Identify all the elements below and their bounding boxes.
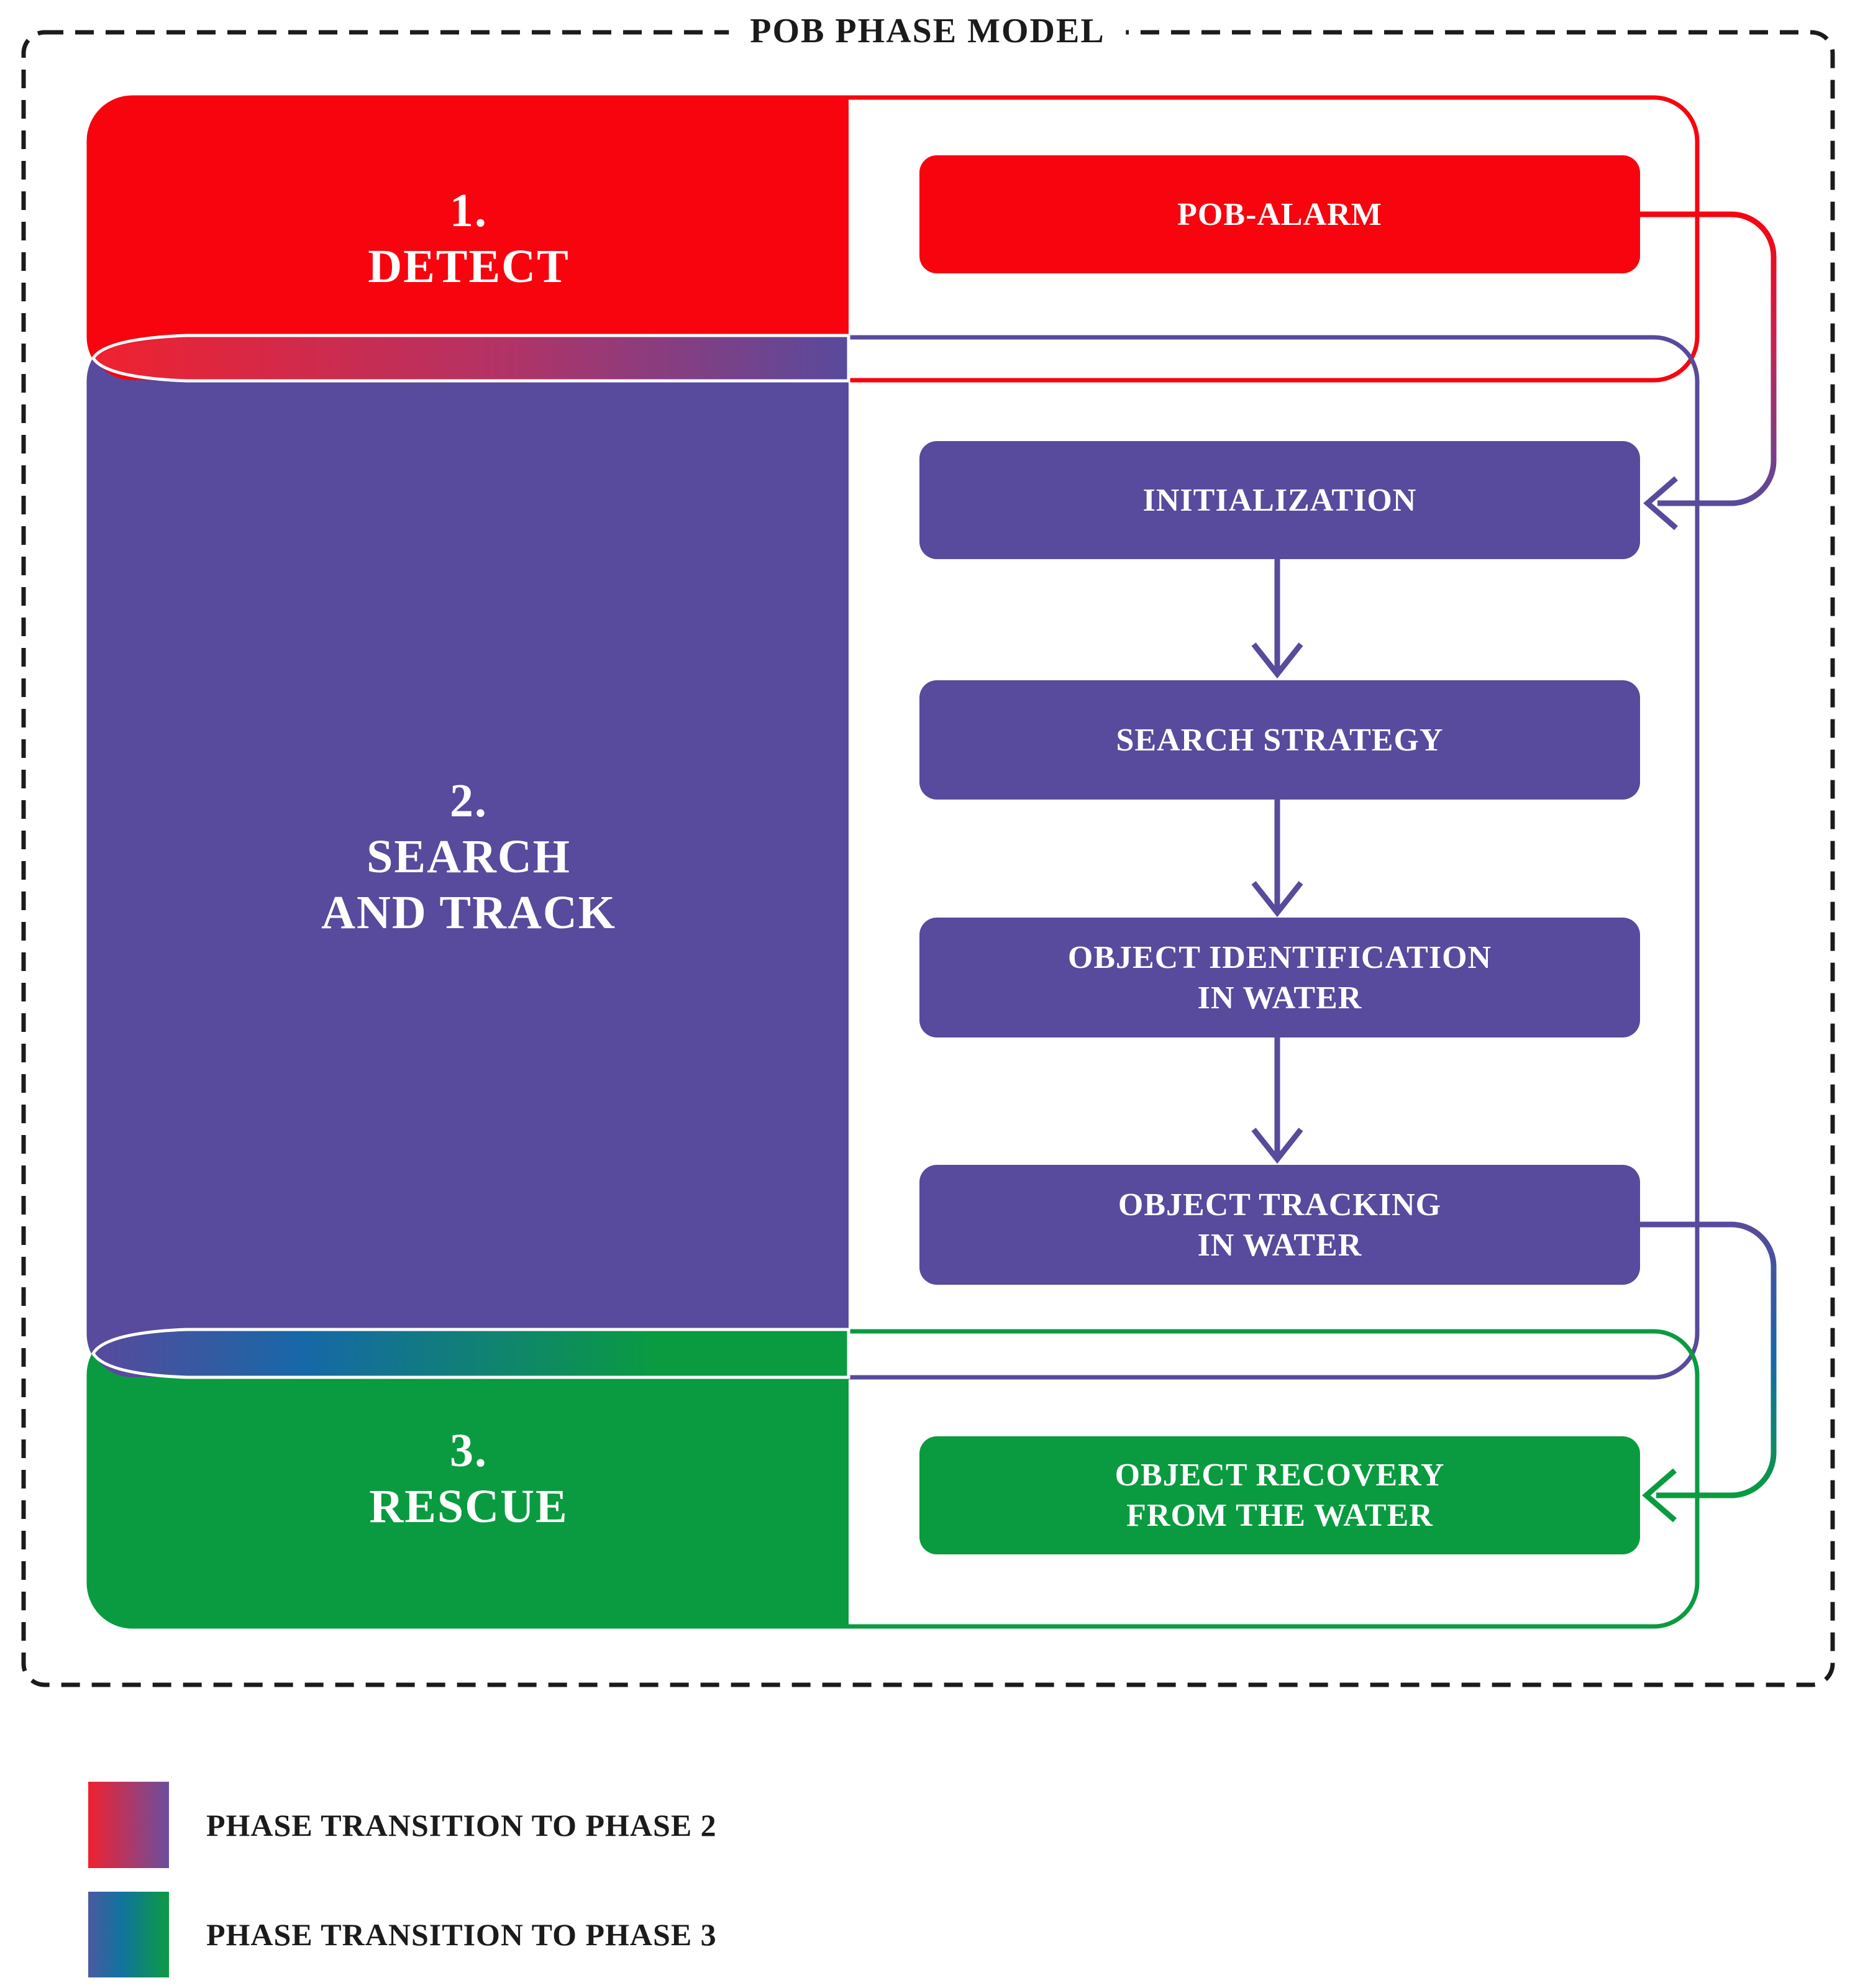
pob-alarm-label: POB-ALARM [1177,196,1382,232]
arrowhead-into-initialization [1643,476,1678,531]
diagram-title: POB PHASE MODEL [729,7,1126,55]
phase-block-detect [89,98,849,380]
object-tracking-box [919,1165,1640,1285]
search-strategy-box [919,680,1640,800]
arrowhead-into-recovery [1642,1468,1677,1523]
arrow-initialization-to-search-strategy [1251,559,1303,679]
arrow-search-strategy-to-identification [1251,800,1303,918]
connector-alarm-to-initialization [1640,211,1777,506]
legend-swatch-phase3-transition [88,1892,169,1977]
initialization-box [919,441,1640,559]
transition-band-phase2 [91,334,850,383]
object-identification-label: OBJECT IDENTIFICATION IN WATER [1067,939,1492,1016]
arrow-identification-to-tracking [1251,1037,1303,1164]
object-recovery-box [919,1436,1640,1554]
object-recovery-label: OBJECT RECOVERY FROM THE WATER [1114,1457,1445,1533]
legend-swatch-phase2-transition [88,1782,169,1868]
object-identification-box [919,918,1640,1037]
search-strategy-label: SEARCH STRATEGY [1116,722,1444,758]
phase-block-rescue [89,1331,849,1626]
legend-label-phase2-transition: PHASE TRANSITION TO PHASE 2 [206,1807,717,1843]
phase-label-search-and-track: 2. SEARCH AND TRACK [321,775,616,939]
object-tracking-label: OBJECT TRACKING IN WATER [1118,1187,1442,1263]
phase-block-search-and-track [89,337,849,1377]
transition-band-phase3 [91,1328,850,1379]
pob-alarm-box [919,155,1640,273]
legend-label-phase3-transition: PHASE TRANSITION TO PHASE 3 [206,1917,717,1952]
phase-label-rescue: 3. RESCUE [369,1424,568,1533]
connector-tracking-to-recovery [1639,1221,1777,1498]
phase-label-detect: 1. DETECT [368,184,570,293]
initialization-label: INITIALIZATION [1142,482,1417,518]
